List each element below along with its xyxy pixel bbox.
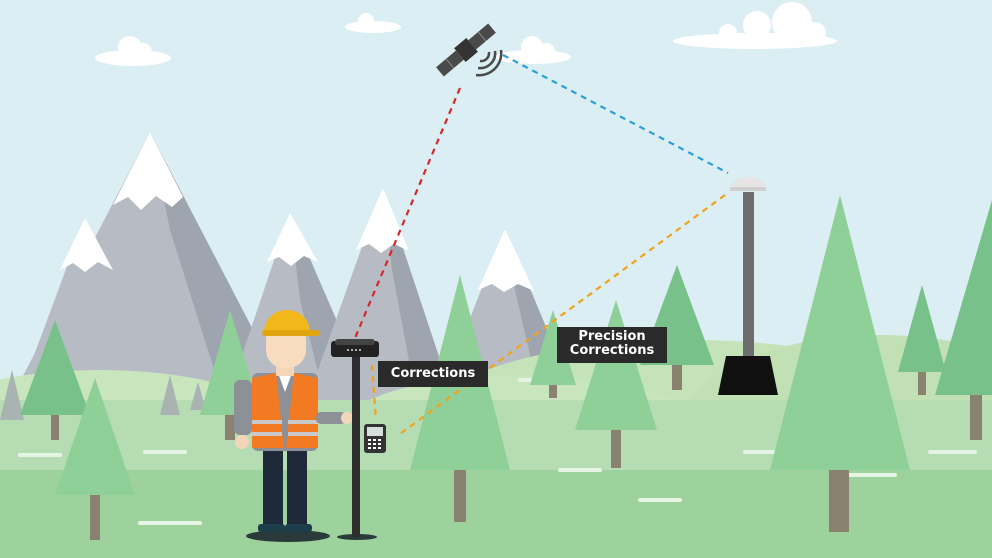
satellite-signal-waves [475,49,503,77]
corrections-label: Corrections [378,361,488,387]
signal-satellite-to-rover [353,87,462,339]
mountain-snow [113,132,183,210]
signal-satellite-to-base [502,54,729,174]
tree [530,310,576,398]
signal-lines [353,54,729,435]
tree [770,195,910,532]
tree [935,200,992,440]
mountain-snow [60,218,113,272]
precision-label-line1: Precision [578,329,646,344]
cloud [673,2,837,49]
tree [20,320,90,440]
gnss-receiver-icon [331,339,379,540]
precision-corrections-label: Precision Corrections [557,327,667,363]
ground-front [0,470,992,558]
mountain-snow [478,229,534,292]
precision-label-line2: Corrections [569,343,655,358]
tree [55,378,135,540]
handheld-controller-icon [364,424,386,453]
tree [575,300,657,468]
corrections-label-text: Corrections [390,366,476,381]
cloud [95,36,171,66]
cloud [345,13,401,33]
small-trees [0,370,206,420]
satellite-icon [436,23,496,77]
signal-rover-to-controller [370,364,378,421]
surveyor-person-icon [234,310,353,542]
signal-base-to-rover [399,194,726,435]
mountain-snow [267,213,318,266]
mountain-snow [356,188,409,253]
base-station-icon [718,177,778,395]
tree [898,285,946,395]
